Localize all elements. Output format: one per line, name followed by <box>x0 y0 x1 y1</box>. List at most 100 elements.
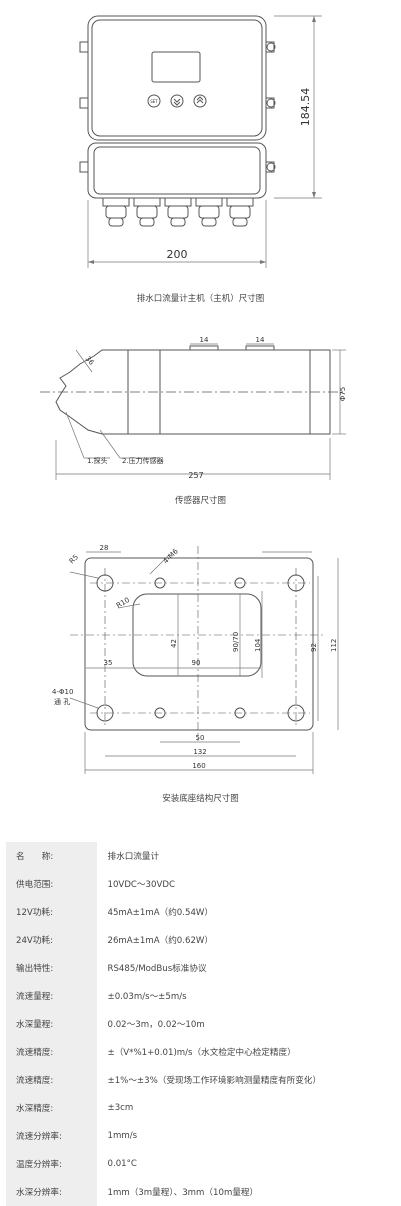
spec-key: 输出特性: <box>6 954 97 982</box>
sensor-notch-a <box>189 345 219 351</box>
spec-value: 0.01°C <box>96 1150 398 1178</box>
dim-42: 42 <box>170 639 178 648</box>
spec-key: 流速精度: <box>6 1038 97 1066</box>
base-centerlines <box>70 546 325 741</box>
spec-row: 流速精度:±1%～±3%（受现场工作环境影响测量精度有所变化） <box>6 1066 398 1094</box>
up-button <box>193 94 207 108</box>
spec-value: 45mA±1mA（约0.54W） <box>96 898 398 926</box>
spec-row: 24V功耗:26mA±1mA（约0.62W） <box>6 926 398 954</box>
spec-key: 流速量程: <box>6 982 97 1010</box>
spec-row: 供电范围:10VDC～30VDC <box>6 870 398 898</box>
spec-value: ±0.03m/s～±5m/s <box>96 982 398 1010</box>
dim-top-a: 14 <box>200 336 209 344</box>
dim-r10: R10 <box>115 596 131 610</box>
base-drawing: 28 R5 4-M6 R10 42 90/70 104 92 112 35 90… <box>0 536 401 776</box>
host-upper-housing <box>87 15 267 141</box>
spec-value: 26mA±1mA（约0.62W） <box>96 926 398 954</box>
host-unit-caption: 排水口流量计主机（主机）尺寸图 <box>136 294 265 304</box>
host-dimension-lines <box>87 15 322 268</box>
right-screw-mid <box>266 98 276 108</box>
spec-key: 水深精度: <box>6 1094 97 1122</box>
spec-value: RS485/ModBus标准协议 <box>96 954 398 982</box>
host-unit-svg: SET 184.54 200 <box>79 15 322 268</box>
spec-row: 流速量程:±0.03m/s～±5m/s <box>6 982 398 1010</box>
sensor-body <box>55 349 331 435</box>
spec-row: 水深分辨率:1mm（3m量程）、3mm（10m量程） <box>6 1178 398 1206</box>
spec-key: 水深量程: <box>6 1010 97 1038</box>
dim-height-label: 184.54 <box>299 88 312 127</box>
dim-28: 28 <box>100 544 109 552</box>
spec-key: 流速分辨率: <box>6 1122 97 1150</box>
right-screw-bottom <box>266 162 276 172</box>
host-upper-inner <box>91 19 263 137</box>
cable-glands <box>102 197 254 227</box>
spec-value: 10VDC～30VDC <box>96 870 398 898</box>
sensor-dimension-lines <box>55 343 346 480</box>
spec-value: 0.02～3m，0.02～10m <box>96 1010 398 1038</box>
spec-key: 温度分辨率: <box>6 1150 97 1178</box>
base-caption: 安装底座结构尺寸图 <box>162 794 239 804</box>
host-display <box>151 51 201 83</box>
down-arrow-icon <box>173 98 181 106</box>
base-plate <box>84 557 314 731</box>
spec-row: 水深精度:±3cm <box>6 1094 398 1122</box>
base-dimension-lines <box>69 551 339 774</box>
right-tab-mid <box>265 97 275 109</box>
dim-width-label: 200 <box>167 248 188 261</box>
left-tab-mid <box>79 97 89 109</box>
sensor-caption: 传感器尺寸图 <box>174 496 226 506</box>
spec-row: 流速精度:±（V*%1+0.01)m/s（水文检定中心检定精度） <box>6 1038 398 1066</box>
label-pressure-sensor: 2.压力传感器 <box>122 456 164 465</box>
spec-row: 温度分辨率:0.01°C <box>6 1150 398 1178</box>
spec-key: 名 称: <box>6 842 97 870</box>
dim-35: 35 <box>104 659 113 667</box>
spec-key: 水深分辨率: <box>6 1178 97 1206</box>
host-lower-inner <box>93 146 261 195</box>
spec-row: 名 称:排水口流量计 <box>6 842 398 870</box>
dim-length: 257 <box>188 471 203 480</box>
up-arrow-icon <box>196 96 204 104</box>
dim-50: 50 <box>196 734 205 742</box>
spec-value: ±3cm <box>96 1094 398 1122</box>
spec-value: 1mm（3m量程）、3mm（10m量程） <box>96 1178 398 1206</box>
spec-key: 供电范围: <box>6 870 97 898</box>
spec-key: 24V功耗: <box>6 926 97 954</box>
dim-112: 112 <box>330 639 338 652</box>
dim-104: 104 <box>254 638 262 652</box>
spec-value: ±1%～±3%（受现场工作环境影响测量精度有所变化） <box>96 1066 398 1094</box>
dim-132: 132 <box>193 748 206 756</box>
down-button <box>170 94 184 108</box>
base-svg: 28 R5 4-M6 R10 42 90/70 104 92 112 35 90… <box>52 544 339 774</box>
spec-value: 1mm/s <box>96 1122 398 1150</box>
dim-diameter: Φ75 <box>339 387 347 401</box>
set-button-label: SET <box>150 99 158 104</box>
dim-top-b: 14 <box>256 336 265 344</box>
spec-row: 水深量程:0.02～3m，0.02～10m <box>6 1010 398 1038</box>
hole-label: 4-Φ10 <box>52 688 73 696</box>
host-lower-housing <box>87 142 267 199</box>
spec-row: 流速分辨率:1mm/s <box>6 1122 398 1150</box>
left-tab-top <box>79 41 89 53</box>
spec-key: 流速精度: <box>6 1066 97 1094</box>
spec-value: 排水口流量计 <box>96 842 398 870</box>
sensor-svg: 14 14 36 Φ75 1.探头 2.压力传感器 257 <box>40 336 347 480</box>
label-probe: 1.探头 <box>87 456 108 465</box>
spec-row: 12V功耗:45mA±1mA（约0.54W） <box>6 898 398 926</box>
sensor-notch-b <box>245 345 275 351</box>
dim-4-m6: 4-M6 <box>162 547 180 565</box>
sensor-drawing: 14 14 36 Φ75 1.探头 2.压力传感器 257 <box>0 322 401 482</box>
spec-value: ±（V*%1+0.01)m/s（水文检定中心检定精度） <box>96 1038 398 1066</box>
spec-row: 输出特性:RS485/ModBus标准协议 <box>6 954 398 982</box>
hole-label-2: 通 孔 <box>54 697 70 706</box>
right-tab-bottom <box>265 161 275 173</box>
dim-92: 92 <box>310 643 318 652</box>
dim-r5: R5 <box>68 553 80 565</box>
left-tab-bottom <box>79 161 89 173</box>
right-screw-top <box>266 42 276 52</box>
set-button <box>147 94 161 108</box>
host-unit-drawing: SET 184.54 200 <box>0 0 401 290</box>
dim-90-70: 90/70 <box>232 632 240 652</box>
dim-160: 160 <box>192 762 205 770</box>
